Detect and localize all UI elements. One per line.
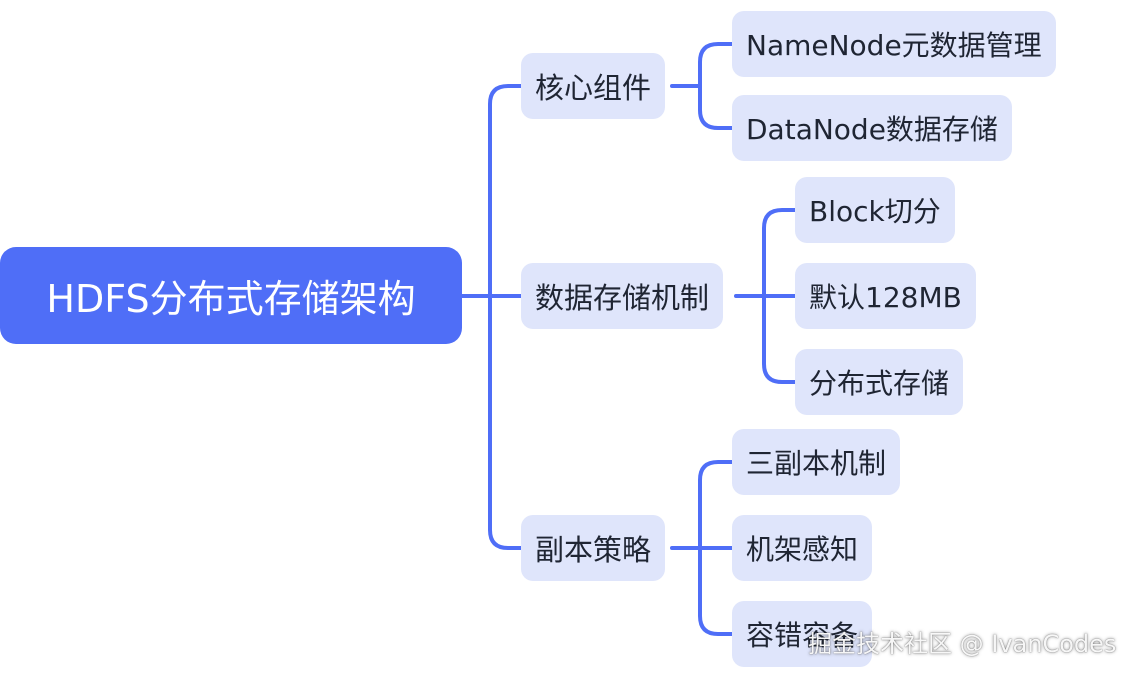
leaf-datanode: DataNode数据存储	[732, 95, 1012, 161]
root-node: HDFS分布式存储架构	[0, 247, 462, 344]
leaf-three-replicas: 三副本机制	[732, 429, 901, 495]
connector-core-datanode	[698, 84, 735, 130]
connector-replica-three	[698, 460, 735, 550]
leaf-namenode: NameNode元数据管理	[732, 11, 1056, 77]
connector-replica-fault	[698, 546, 735, 636]
leaf-default-size: 默认128MB	[795, 263, 976, 329]
leaf-fault-tolerance: 容错容备	[732, 601, 873, 667]
connector-storage-block	[762, 208, 798, 298]
leaf-distributed-storage: 分布式存储	[795, 349, 964, 415]
connector-trunk-core	[488, 84, 524, 298]
watermark: 掘金技术社区 @ IvanCodes	[808, 630, 1117, 658]
leaf-block-split: Block切分	[795, 177, 955, 243]
branch-replica-strategy: 副本策略	[521, 515, 666, 581]
branch-core-components: 核心组件	[521, 53, 666, 119]
leaf-rack-awareness: 机架感知	[732, 515, 873, 581]
branch-storage-mechanism: 数据存储机制	[521, 263, 724, 329]
connector-core-namenode	[698, 42, 735, 88]
connector-trunk-replica	[488, 294, 524, 550]
connector-storage-distributed	[762, 294, 798, 384]
